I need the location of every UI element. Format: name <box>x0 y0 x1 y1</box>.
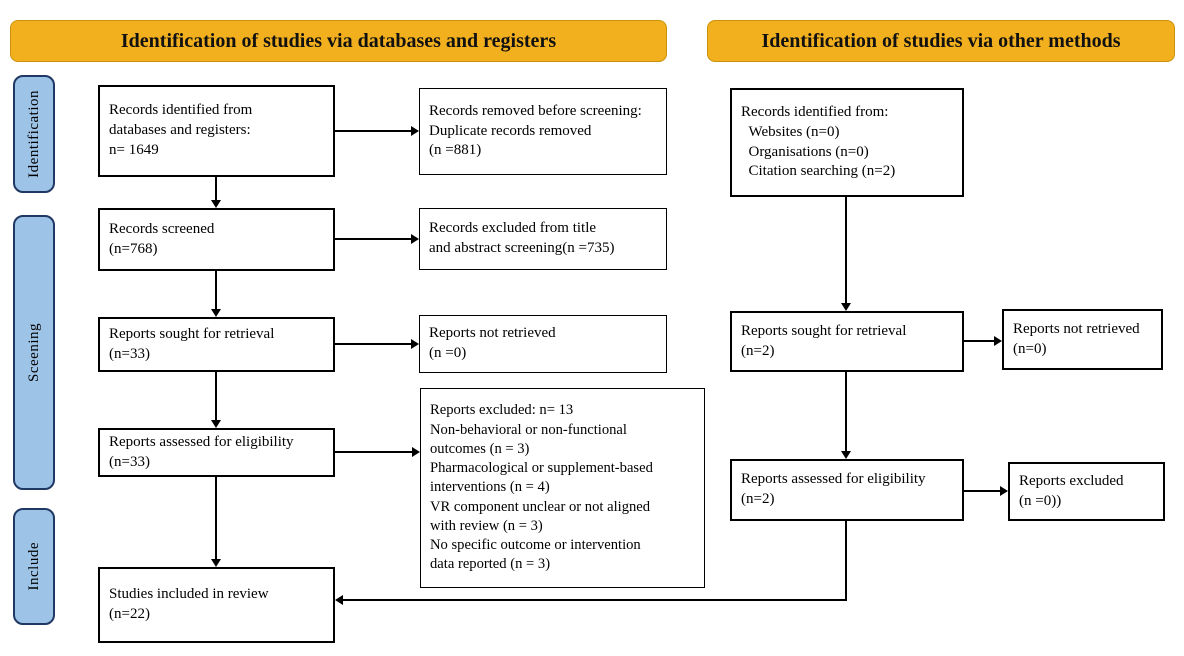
phase-include-label: Include <box>25 542 42 591</box>
arrowhead-other-sought-to-notretrieved <box>994 336 1002 346</box>
box-reports-not-retrieved-other: Reports not retrieved (n=0) <box>1002 309 1163 370</box>
box-records-removed: Records removed before screening: Duplic… <box>419 88 667 175</box>
arrow-line-other-to-included <box>343 599 847 601</box>
arrow-line-other-sought-to-assessed <box>845 372 847 451</box>
arrowhead-screened-to-excluded <box>411 234 419 244</box>
box-reports-sought-databases: Reports sought for retrieval (n=33) <box>98 317 335 372</box>
arrow-line-sought-to-notretrieved <box>335 343 411 345</box>
phase-identification: Identification <box>13 75 55 193</box>
arrowhead-assessed-to-included <box>211 559 221 567</box>
arrow-line-screened-to-sought <box>215 271 217 309</box>
arrow-line-screened-to-excluded <box>335 238 411 240</box>
arrow-line-identified-to-removed <box>335 130 411 132</box>
arrow-line-assessed-to-included <box>215 477 217 559</box>
phase-identification-label: Identification <box>25 90 42 178</box>
arrowhead-assessed-to-excluded <box>412 447 420 457</box>
arrow-line-other-identified-to-sought <box>845 197 847 303</box>
arrowhead-other-sought-to-assessed <box>841 451 851 459</box>
box-reports-excluded-databases: Reports excluded: n= 13 Non-behavioral o… <box>420 388 705 588</box>
box-records-excluded-title: Records excluded from title and abstract… <box>419 208 667 270</box>
banner-databases-registers: Identification of studies via databases … <box>10 20 667 62</box>
arrowhead-identified-to-screened <box>211 200 221 208</box>
arrow-line-other-assessed-to-excluded <box>964 490 1000 492</box>
box-records-screened: Records screened (n=768) <box>98 208 335 271</box>
arrowhead-other-assessed-to-excluded <box>1000 486 1008 496</box>
box-records-identified-databases: Records identified from databases and re… <box>98 85 335 177</box>
arrowhead-sought-to-notretrieved <box>411 339 419 349</box>
phase-screening: Sceening <box>13 215 55 490</box>
arrowhead-other-to-included <box>335 595 343 605</box>
arrowhead-other-identified-to-sought <box>841 303 851 311</box>
arrowhead-screened-to-sought <box>211 309 221 317</box>
banner-other-label: Identification of studies via other meth… <box>761 29 1121 52</box>
box-reports-not-retrieved-databases: Reports not retrieved (n =0) <box>419 315 667 373</box>
phase-screening-label: Sceening <box>25 323 42 382</box>
arrow-line-other-assessed-down <box>845 521 847 601</box>
box-reports-sought-other: Reports sought for retrieval (n=2) <box>730 311 964 372</box>
box-records-identified-other: Records identified from: Websites (n=0) … <box>730 88 964 197</box>
arrow-line-identified-to-screened <box>215 177 217 200</box>
arrowhead-sought-to-assessed <box>211 420 221 428</box>
arrow-line-other-sought-to-notretrieved <box>964 340 994 342</box>
arrow-line-assessed-to-excluded <box>335 451 412 453</box>
banner-databases-label: Identification of studies via databases … <box>120 29 557 52</box>
box-studies-included: Studies included in review (n=22) <box>98 567 335 643</box>
box-reports-assessed-databases: Reports assessed for eligibility (n=33) <box>98 428 335 477</box>
phase-include: Include <box>13 508 55 625</box>
arrow-line-sought-to-assessed <box>215 372 217 420</box>
box-reports-excluded-other: Reports excluded (n =0)) <box>1008 462 1165 521</box>
banner-other-methods: Identification of studies via other meth… <box>707 20 1175 62</box>
box-reports-assessed-other: Reports assessed for eligibility (n=2) <box>730 459 964 521</box>
arrowhead-identified-to-removed <box>411 126 419 136</box>
